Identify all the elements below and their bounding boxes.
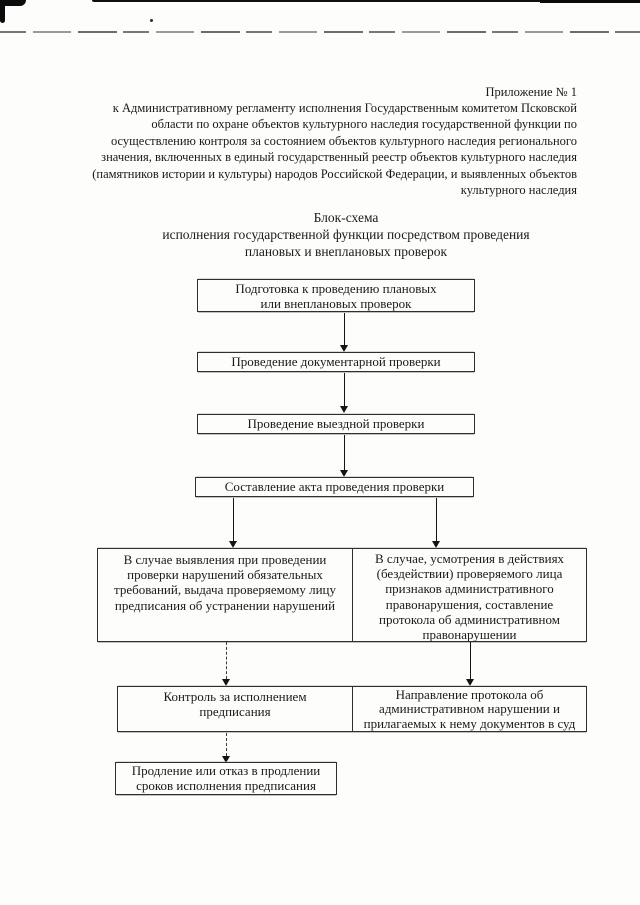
flowchart-box-field-check: Проведение выездной проверки (197, 414, 475, 434)
arrow-down-icon (340, 470, 348, 477)
header-line: к Административному регламенту исполнени… (112, 101, 577, 115)
scan-artifact-dot (150, 19, 153, 22)
connector-line-dashed (226, 642, 227, 679)
flowchart-cell-protocol-to-court: Направление протокола об административно… (363, 687, 576, 731)
connector-line (436, 498, 437, 541)
flowchart-title-line: исполнения государственной функции посре… (162, 226, 530, 242)
flowchart-box-act-drafting: Составление акта проведения проверки (195, 477, 474, 497)
flowchart-cell-prescription-control: Контроль за исполнением предписания (118, 687, 353, 731)
appendix-header-paragraph: к Административному регламенту исполнени… (47, 100, 577, 198)
connector-line (344, 313, 345, 345)
arrow-down-icon (340, 345, 348, 352)
connector-line (470, 642, 471, 679)
header-line: области по охране объектов культурного н… (151, 117, 577, 132)
flowchart-title-line: плановых и внеплановых проверок (244, 243, 448, 259)
scan-artifact-corner-mark-vertical (0, 0, 5, 23)
flowchart-cell-violation-prescription: В случае выявления при проведении провер… (98, 549, 353, 641)
scan-artifact-top-edge-line (92, 0, 640, 2)
flowchart-branch-row: В случае выявления при проведении провер… (97, 548, 587, 642)
scan-artifact-corner-mark (0, 0, 26, 6)
arrow-down-icon (229, 541, 237, 548)
arrow-down-icon (222, 756, 230, 763)
flowchart-cell-admin-offense-protocol: В случае, усмотрения в действиях (бездей… (374, 551, 565, 643)
arrow-down-icon (466, 679, 474, 686)
header-line: осуществлению контроля за состоянием объ… (110, 133, 577, 148)
header-line: культурного наследия (460, 183, 577, 198)
flowchart-box-preparation: Подготовка к проведению плановых или вне… (197, 279, 475, 312)
header-line: значения, включенных в единый государств… (101, 150, 577, 165)
flowchart-box-extension-decision: Продление или отказ в продлении сроков и… (115, 762, 337, 795)
scan-artifact-horizontal-scanline (0, 31, 640, 33)
connector-line-dashed (226, 733, 227, 756)
header-line: (памятников истории и культуры) народов … (92, 166, 577, 181)
flowchart-title: Блок-схема исполнения государственной фу… (52, 210, 640, 261)
flowchart-box-documentary-check: Проведение документарной проверки (197, 352, 475, 372)
connector-line (344, 435, 345, 470)
arrow-down-icon (222, 679, 230, 686)
connector-line (344, 373, 345, 406)
connector-line (233, 498, 234, 541)
arrow-down-icon (340, 406, 348, 413)
scan-artifact-top-edge-thick (540, 0, 640, 3)
arrow-down-icon (432, 541, 440, 548)
appendix-label: Приложение № 1 (485, 85, 577, 99)
flowchart-followup-row: Контроль за исполнением предписания Напр… (117, 686, 587, 732)
flowchart-title-line: Блок-схема (313, 210, 379, 225)
